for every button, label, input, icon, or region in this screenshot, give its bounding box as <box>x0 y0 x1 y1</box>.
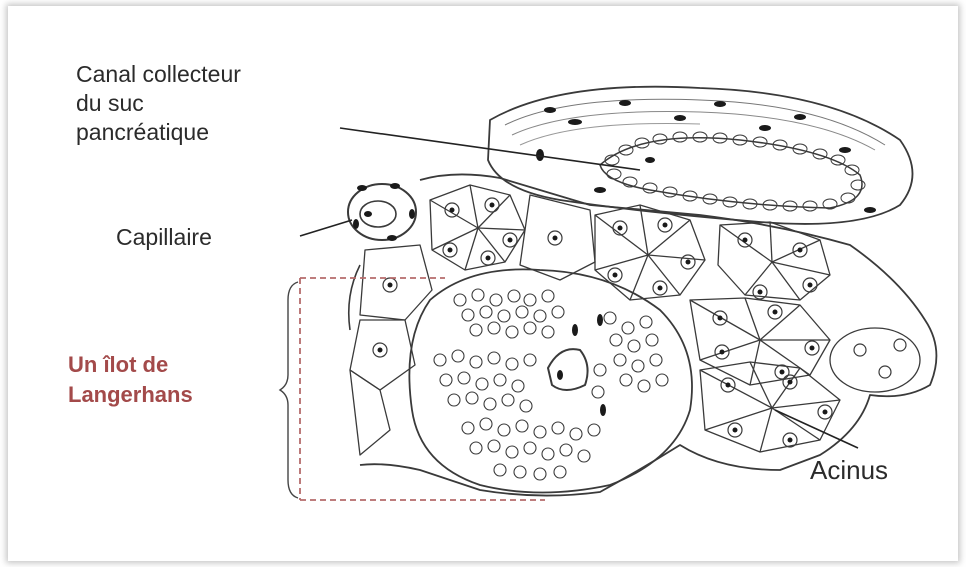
capillary-label: Capillaire <box>116 224 212 251</box>
acinus-label: Acinus <box>810 455 888 486</box>
collecting-duct-label-line-1: Canal collecteur <box>76 60 241 89</box>
collecting-duct-label-line-3: pancréatique <box>76 118 241 147</box>
islet-label: Un îlot de Langerhans <box>68 350 193 410</box>
islet-label-line-2: Langerhans <box>68 380 193 410</box>
acinus-rosettes <box>350 185 920 455</box>
collecting-duct-label-line-2: du suc <box>76 89 241 118</box>
collecting-duct-label: Canal collecteur du suc pancréatique <box>76 60 241 147</box>
collecting-duct-drawing <box>488 87 913 224</box>
capillary-drawing <box>348 183 416 241</box>
islet-brace <box>280 282 298 498</box>
islet-label-line-1: Un îlot de <box>68 350 193 380</box>
acinus-leader-line <box>775 410 858 448</box>
capillary-leader-line <box>300 220 352 236</box>
